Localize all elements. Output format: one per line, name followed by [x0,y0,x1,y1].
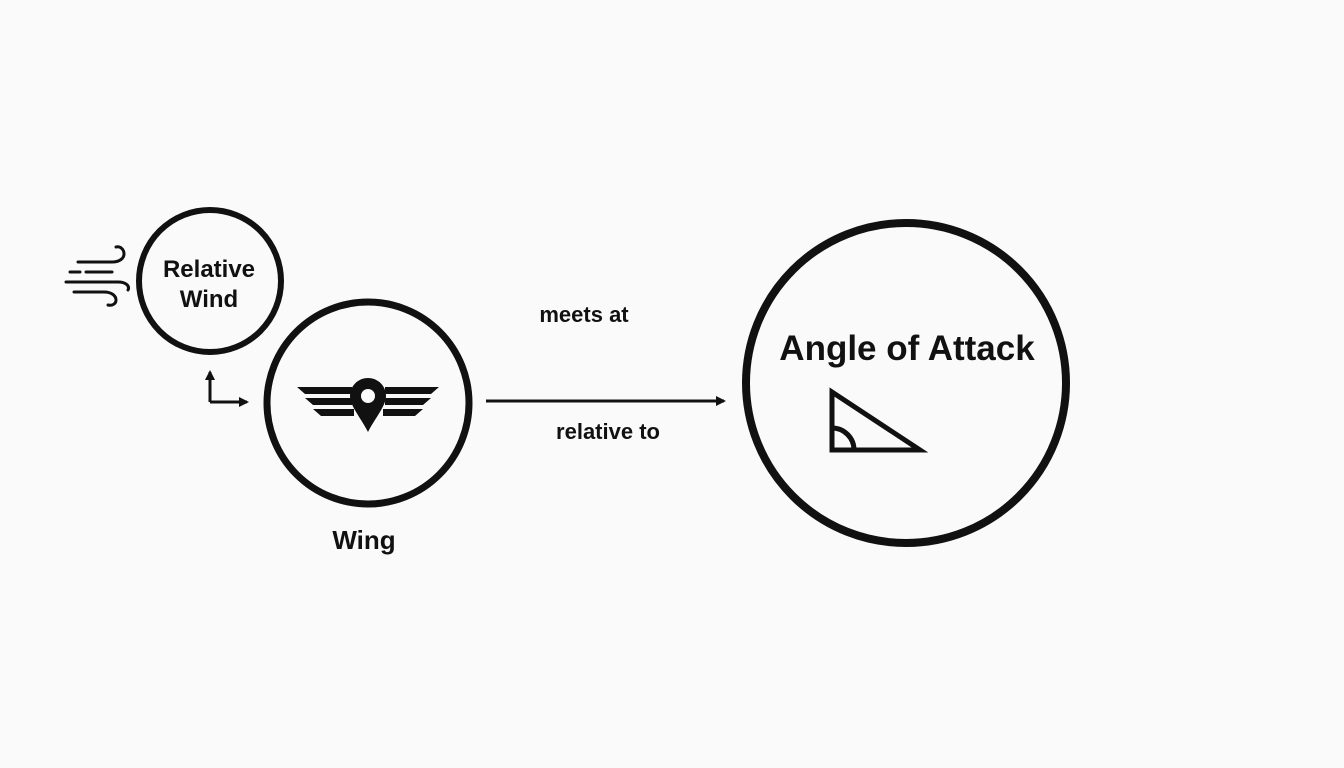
relative-wind-label-line1: Relative [163,256,255,283]
wind-icon [64,245,130,307]
angle-icon [829,387,929,453]
angle-of-attack-circle [742,219,1070,547]
relative-wind-node: Relative Wind [64,207,284,355]
relative-wind-label-line2: Wind [180,286,238,313]
wing-label: Wing [332,525,395,555]
wing-icon [297,378,439,432]
relative-wind-circle [136,207,284,355]
wing-circle [263,298,473,508]
wing-to-aoa-edge: meets at relative to [486,302,726,444]
relative-wind-label: Relative [163,256,255,283]
relative-wind-label-2: Wind [180,286,238,313]
angle-of-attack-label: Angle of Attack [779,329,1035,368]
wind-to-wing-connector [205,370,249,407]
angle-of-attack-node: Angle of Attack [742,219,1070,547]
edge-label-meets-at: meets at [539,302,629,327]
wing-node: Wing [263,298,473,555]
edge-label-relative-to: relative to [556,419,660,444]
